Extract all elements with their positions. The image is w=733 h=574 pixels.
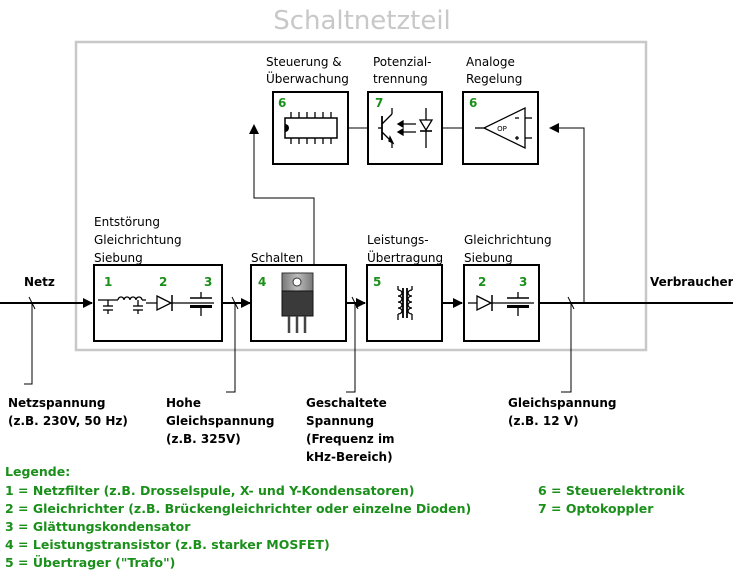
regulation-title-2: Regelung — [466, 72, 522, 86]
control-loop — [249, 123, 585, 303]
svg-text:(z.B. 325V): (z.B. 325V) — [166, 432, 241, 446]
isolation-block: Potenzial- trennung 7 — [367, 55, 443, 165]
control-block: Steuerung & Überwachung 6 — [266, 55, 349, 165]
rectifier-number-3: 3 — [519, 275, 527, 289]
filter-title-2: Gleichrichtung — [94, 233, 182, 247]
svg-text:Spannung: Spannung — [306, 414, 374, 428]
filter-title-1: Entstörung — [94, 215, 160, 229]
regulation-number: 6 — [469, 96, 477, 110]
rectifier-block: Gleichrichtung Siebung 2 3 — [463, 233, 552, 342]
transformer-title-1: Leistungs- — [367, 233, 429, 247]
filter-title-3: Siebung — [94, 251, 143, 265]
svg-text:Hohe: Hohe — [166, 396, 201, 410]
output-capacitor-symbol — [500, 292, 534, 316]
regulation-title-1: Analoge — [466, 55, 515, 69]
legend-item-3: 3 = Glättungskondensator — [5, 519, 191, 534]
legend-heading: Legende: — [5, 464, 70, 479]
svg-text:Gleichspannung: Gleichspannung — [166, 414, 274, 428]
diode-symbol — [146, 294, 182, 312]
svg-text:kHz-Bereich): kHz-Bereich) — [306, 450, 393, 464]
switch-title: Schalten — [251, 251, 303, 265]
legend-item-6: 6 = Steuerelektronik — [538, 483, 685, 498]
svg-text:Gleichspannung: Gleichspannung — [508, 396, 616, 410]
filter-number-3: 3 — [204, 275, 212, 289]
svg-text:Geschaltete: Geschaltete — [306, 396, 387, 410]
transistor-symbol — [281, 272, 314, 333]
legend-item-7: 7 = Optokoppler — [538, 501, 654, 516]
rectifier-title-1: Gleichrichtung — [464, 233, 552, 247]
transformer-title-2: Übertragung — [367, 249, 443, 265]
isolation-title-2: trennung — [373, 72, 428, 86]
output-diode-symbol — [468, 294, 500, 312]
switch-block: Schalten 4 — [250, 251, 347, 342]
filter-number-2: 2 — [159, 275, 167, 289]
svg-text:Netzspannung: Netzspannung — [8, 396, 106, 410]
output-label: Verbraucher — [650, 275, 733, 289]
voltage-label-3: Geschaltete Spannung (Frequenz im kHz-Be… — [306, 396, 395, 464]
filter-number-1: 1 — [104, 275, 112, 289]
legend-item-4: 4 = Leistungstransistor (z.B. starker MO… — [5, 537, 330, 552]
transformer-number: 5 — [373, 275, 381, 289]
legend-item-1: 1 = Netzfilter (z.B. Drosselspule, X- un… — [5, 483, 415, 498]
diagram-title: Schaltnetzteil — [273, 6, 451, 36]
svg-text:(z.B. 230V, 50 Hz): (z.B. 230V, 50 Hz) — [8, 414, 128, 428]
opamp-symbol — [475, 106, 532, 150]
isolation-title-1: Potenzial- — [373, 55, 432, 69]
capacitor-symbol — [182, 292, 214, 316]
rectifier-number-2: 2 — [478, 275, 486, 289]
filter-block: Entstörung Gleichrichtung Siebung 1 2 3 — [93, 215, 223, 342]
control-number: 6 — [278, 96, 286, 110]
transformer-symbol — [397, 286, 413, 320]
legend-item-2: 2 = Gleichrichter (z.B. Brückengleichric… — [5, 501, 471, 516]
voltage-label-1: Netzspannung (z.B. 230V, 50 Hz) — [8, 396, 128, 428]
voltage-leaders — [24, 296, 575, 393]
transformer-block: Leistungs- Übertragung 5 — [366, 233, 443, 342]
svg-text:(z.B. 12 V): (z.B. 12 V) — [508, 414, 579, 428]
rectifier-title-2: Siebung — [464, 251, 513, 265]
svg-text:(Frequenz im: (Frequenz im — [306, 432, 395, 446]
legend-item-5: 5 = Übertrager ("Trafo") — [5, 555, 175, 570]
legend: Legende: 1 = Netzfilter (z.B. Drosselspu… — [5, 464, 685, 570]
isolation-number: 7 — [375, 96, 383, 110]
voltage-label-2: Hohe Gleichspannung (z.B. 325V) — [166, 396, 274, 446]
switch-number: 4 — [258, 275, 266, 289]
optocoupler-symbol — [378, 108, 434, 148]
opamp-label: OP — [497, 125, 507, 133]
device-frame — [74, 40, 648, 352]
ic-chip-symbol — [284, 112, 338, 144]
voltage-label-4: Gleichspannung (z.B. 12 V) — [508, 396, 616, 428]
control-title-2: Überwachung — [266, 70, 349, 86]
filter-symbol — [98, 296, 146, 314]
input-label: Netz — [24, 275, 55, 289]
control-title-1: Steuerung & — [266, 55, 342, 69]
regulation-block: Analoge Regelung 6 OP — [462, 55, 539, 165]
